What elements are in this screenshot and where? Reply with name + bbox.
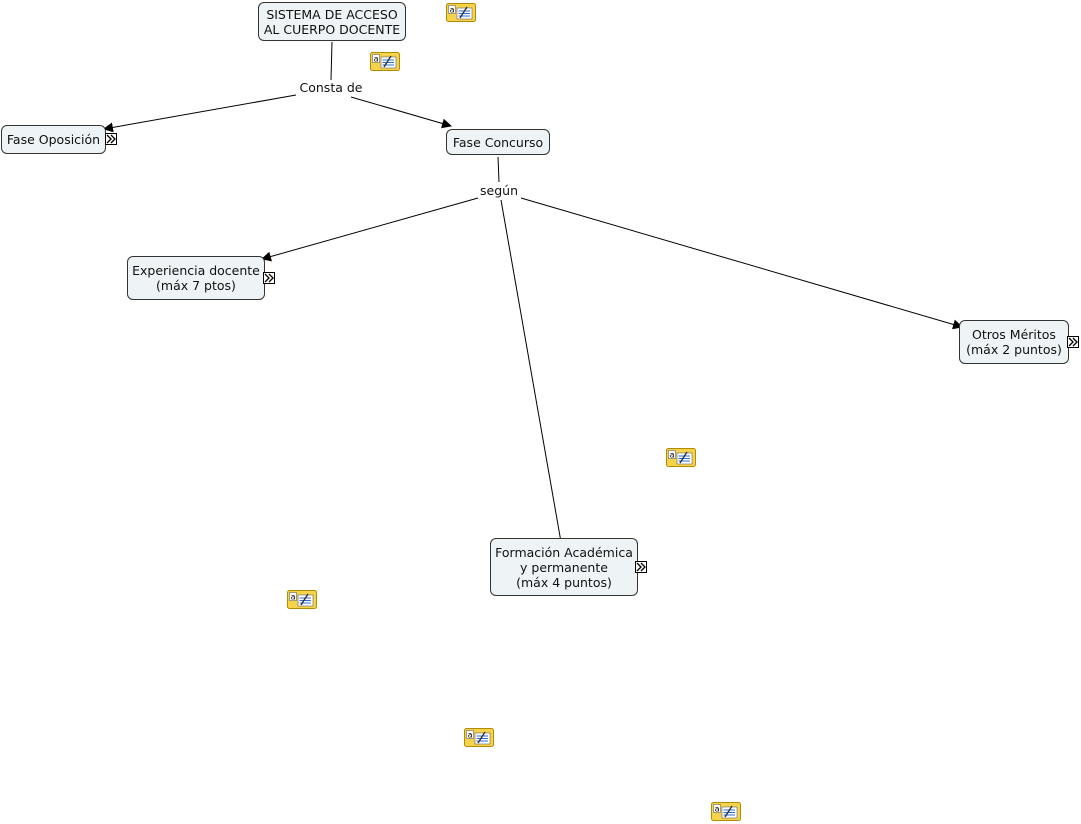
concept-formacion-academica[interactable]: Formación Académica y permanente (máx 4 …	[490, 538, 638, 596]
concept-experiencia-docente[interactable]: Experiencia docente (máx 7 ptos)	[127, 256, 265, 300]
annotation-note-icon[interactable]: a	[370, 52, 400, 71]
arrow-to-fase-oposicion	[103, 94, 297, 133]
expand-submap-icon[interactable]	[263, 272, 275, 284]
svg-text:a: a	[468, 730, 473, 739]
annotation-note-icon[interactable]: a	[711, 802, 741, 821]
svg-text:a: a	[291, 592, 296, 601]
expand-submap-icon[interactable]	[105, 133, 117, 145]
expand-submap-icon[interactable]	[1067, 336, 1079, 348]
arrow-to-otros-meritos	[520, 197, 963, 330]
svg-text:a: a	[450, 5, 455, 14]
concept-fase-oposicion[interactable]: Fase Oposición	[1, 125, 106, 154]
linking-phrase-consta-de[interactable]: Consta de	[297, 80, 365, 95]
annotation-note-icon[interactable]: a	[446, 3, 476, 22]
concept-sistema-acceso[interactable]: SISTEMA DE ACCESO AL CUERPO DOCENTE	[258, 2, 406, 41]
expand-submap-icon[interactable]	[635, 561, 647, 573]
line-root-to-consta-de	[330, 41, 333, 81]
concept-fase-concurso[interactable]: Fase Concurso	[446, 129, 550, 155]
line-to-formacion	[500, 199, 562, 543]
arrow-to-experiencia	[261, 197, 479, 262]
annotation-note-icon[interactable]: a	[287, 590, 317, 609]
svg-text:a: a	[374, 54, 379, 63]
linking-phrase-segun[interactable]: según	[478, 183, 520, 198]
concept-otros-meritos[interactable]: Otros Méritos (máx 2 puntos)	[959, 320, 1069, 364]
annotation-note-icon[interactable]: a	[464, 728, 494, 747]
annotation-note-icon[interactable]: a	[666, 448, 696, 467]
svg-text:a: a	[715, 804, 720, 813]
line-fase-concurso-to-segun	[497, 156, 500, 183]
svg-text:a: a	[670, 450, 675, 459]
arrow-to-fase-concurso	[350, 96, 452, 129]
